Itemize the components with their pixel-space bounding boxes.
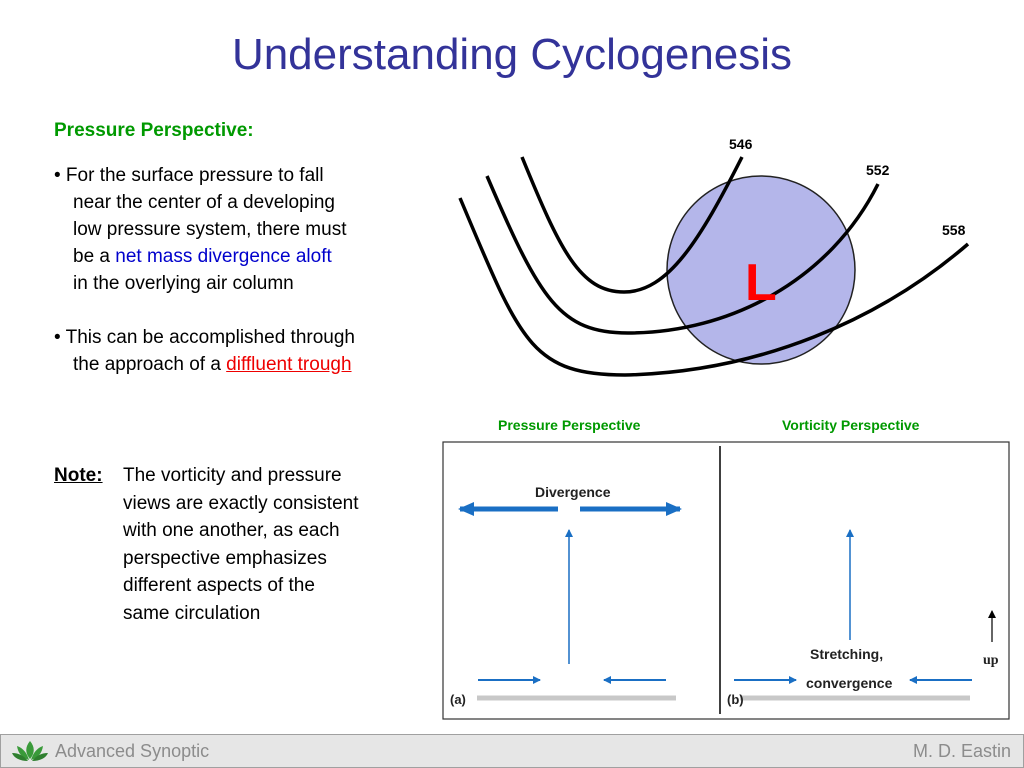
- bullet-item-2: • This can be accomplished through the a…: [54, 324, 434, 378]
- lotus-logo-icon: [12, 741, 48, 761]
- section-heading: Pressure Perspective:: [54, 120, 254, 141]
- contour-label-552: 552: [866, 162, 890, 178]
- note-line-4: perspective emphasizes: [123, 547, 327, 569]
- diffluent-trough-link[interactable]: diffluent trough: [226, 354, 352, 375]
- footer-bar: Advanced Synoptic M. D. Eastin: [0, 734, 1024, 768]
- note-line-1: The vorticity and pressure: [123, 465, 342, 486]
- bullet-1-line-2: near the center of a developing: [73, 192, 335, 213]
- note-line-2: views are exactly consistent: [123, 492, 359, 514]
- panel-b-label: (b): [727, 692, 744, 707]
- net-mass-divergence-highlight: net mass divergence aloft: [115, 246, 332, 267]
- bullet-1-line-5: in the overlying air column: [73, 273, 294, 294]
- bullet-1-line-1: • For the surface pressure to fall: [54, 165, 324, 186]
- bullet-1-line-4-prefix: be a: [73, 246, 116, 267]
- convergence-label: convergence: [806, 675, 893, 691]
- bullet-2-line-2-prefix: the approach of a: [73, 354, 227, 375]
- note-label: Note:: [54, 465, 103, 486]
- contour-546: [520, 156, 744, 294]
- bullet-2-line-1: • This can be accomplished through: [54, 327, 355, 348]
- divergence-label: Divergence: [535, 484, 611, 500]
- low-pressure-circle: [666, 175, 856, 365]
- bullet-item-1: • For the surface pressure to fall near …: [54, 162, 434, 297]
- panel-a-label: (a): [450, 692, 466, 707]
- note-line-3: with one another, as each: [123, 520, 340, 541]
- slide-title: Understanding Cyclogenesis: [231, 30, 793, 79]
- pressure-perspective-label: Pressure Perspective: [498, 417, 641, 433]
- contour-label-558: 558: [942, 222, 966, 238]
- up-label: up: [983, 653, 999, 668]
- bullet-1-line-4: be a net mass divergence aloft: [54, 243, 434, 270]
- contour-label-546: 546: [729, 136, 753, 152]
- note-text: The vorticity and pressure views are exa…: [123, 462, 423, 627]
- bullet-1-line-3: low pressure system, there must: [73, 219, 347, 240]
- vorticity-perspective-label: Vorticity Perspective: [782, 417, 920, 433]
- bullet-list: • For the surface pressure to fall near …: [54, 162, 434, 378]
- bullet-2-line-2: the approach of a diffluent trough: [54, 351, 434, 378]
- note-line-5: different aspects of the: [123, 575, 315, 596]
- footer-author: M. D. Eastin: [912, 741, 1011, 761]
- contour-558: [458, 197, 970, 377]
- contour-552: [485, 175, 880, 335]
- stretching-label: Stretching,: [810, 646, 883, 662]
- footer-course-title: Advanced Synoptic: [55, 741, 210, 761]
- panel-frame: [442, 441, 1010, 720]
- note-line-6: same circulation: [123, 602, 261, 624]
- low-label: L: [745, 254, 777, 312]
